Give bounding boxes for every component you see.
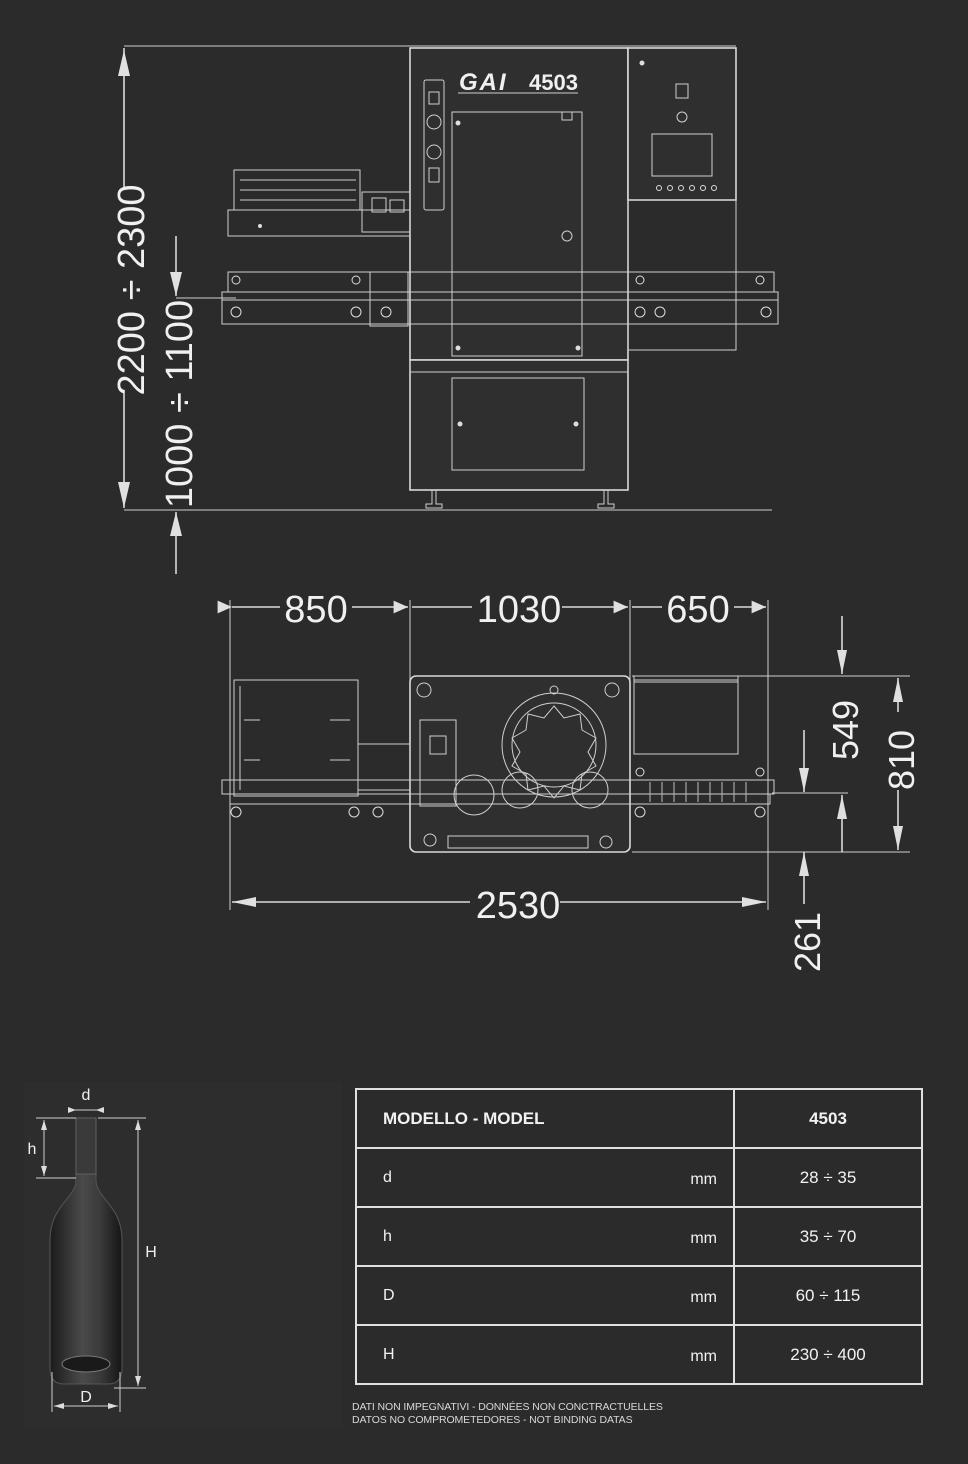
brand-logo: GAI xyxy=(459,69,508,96)
bottle-diagram: d h H D xyxy=(24,1082,342,1428)
depth-549-label: 549 xyxy=(825,700,866,760)
arrow-down-icon xyxy=(799,768,809,792)
spec-param: d xyxy=(383,1168,392,1186)
arrow-down-icon xyxy=(170,272,182,296)
spec-value: 60 ÷ 115 xyxy=(733,1265,923,1326)
table-row: H mm 230 ÷ 400 xyxy=(355,1324,923,1385)
spec-unit: mm xyxy=(690,1347,717,1365)
spec-header-value: 4503 xyxy=(733,1088,923,1149)
arrow-left-icon xyxy=(232,897,256,907)
arrow-down-icon xyxy=(893,826,903,850)
arrow-down-icon xyxy=(118,482,130,508)
table-row: d mm 28 ÷ 35 xyxy=(355,1147,923,1208)
width-left-label: 850 xyxy=(284,589,347,631)
bottle-label-h: h xyxy=(28,1141,37,1158)
base-cabinet xyxy=(409,359,629,491)
width-right-label: 650 xyxy=(666,589,729,631)
depth-810-label: 810 xyxy=(881,730,922,790)
arrow-up-icon xyxy=(893,678,903,702)
arrow-up-icon xyxy=(118,50,130,76)
table-row: D mm 60 ÷ 115 xyxy=(355,1265,923,1326)
disclaimer-line-2: DATOS NO COMPROMETEDORES - NOT BINDING D… xyxy=(352,1414,633,1426)
arrow-up-icon xyxy=(799,852,809,876)
front-view: 2200 ÷ 2300 1000 ÷ 1100 GAI 4503 xyxy=(111,45,779,574)
spec-value: 35 ÷ 70 xyxy=(733,1206,923,1267)
model-badge: 4503 xyxy=(529,70,578,95)
disclaimer-line-1: DATI NON IMPEGNATIVI - DONNÉES NON CONCT… xyxy=(352,1401,663,1413)
spec-param: D xyxy=(383,1286,395,1304)
bottle-icon xyxy=(49,1117,123,1385)
spec-table: MODELLO - MODEL 4503 d mm 28 ÷ 35 h mm 3… xyxy=(355,1088,923,1385)
arrow-down-icon xyxy=(837,650,847,674)
table-row: h mm 35 ÷ 70 xyxy=(355,1206,923,1267)
arrow-right-icon xyxy=(742,897,766,907)
height-conveyor-label: 1000 ÷ 1100 xyxy=(159,300,201,508)
arrow-up-icon xyxy=(170,512,182,536)
control-panel xyxy=(627,47,737,201)
depth-261-label: 261 xyxy=(787,912,828,972)
spec-param: H xyxy=(383,1345,395,1363)
hmi-screen xyxy=(651,133,713,177)
spec-header-label: MODELLO - MODEL xyxy=(383,1108,545,1128)
width-center-label: 1030 xyxy=(477,589,562,631)
arrow-up-icon xyxy=(837,795,847,819)
spec-param: h xyxy=(383,1227,392,1245)
bottle-label-D: D xyxy=(80,1389,92,1406)
bottle-label-d: d xyxy=(82,1087,91,1104)
bottle-label-H: H xyxy=(145,1244,157,1261)
spec-unit: mm xyxy=(690,1229,717,1247)
spec-unit: mm xyxy=(690,1170,717,1188)
disclaimer: DATI NON IMPEGNATIVI - DONNÉES NON CONCT… xyxy=(352,1401,663,1427)
spec-unit: mm xyxy=(690,1288,717,1306)
height-total-label: 2200 ÷ 2300 xyxy=(111,184,153,395)
spec-value: 230 ÷ 400 xyxy=(733,1324,923,1385)
width-total-label: 2530 xyxy=(476,885,561,927)
main-cabinet xyxy=(409,47,629,361)
spec-header-row: MODELLO - MODEL 4503 xyxy=(355,1088,923,1149)
top-view: 850 1030 650 2530 549 810 261 xyxy=(217,589,922,972)
spec-value: 28 ÷ 35 xyxy=(733,1147,923,1208)
machine-top xyxy=(409,675,631,853)
